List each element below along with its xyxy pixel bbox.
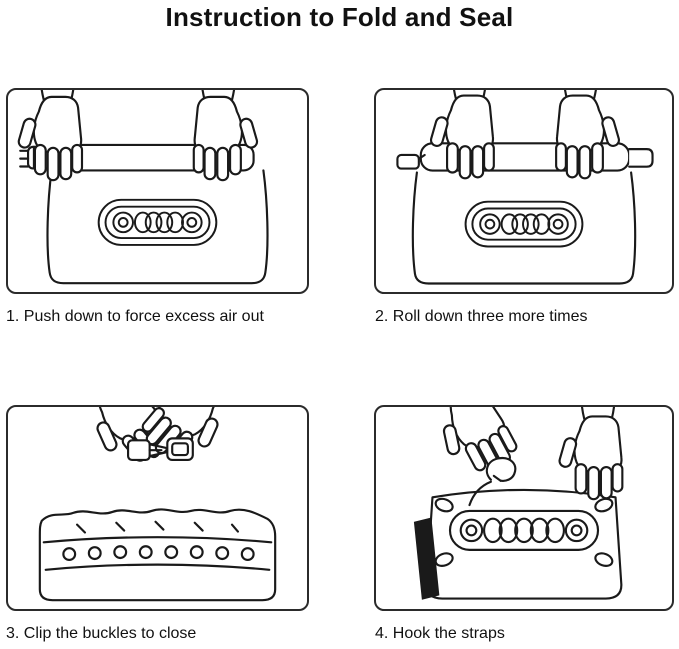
rolled-band	[448, 509, 600, 551]
step-3-caption: 3. Clip the buckles to close	[6, 625, 197, 642]
step-2-illustration	[396, 90, 654, 285]
side-strap	[413, 517, 440, 600]
right-hand-icon	[557, 407, 624, 501]
page-title: Instruction to Fold and Seal	[165, 2, 514, 32]
left-clip	[396, 153, 420, 170]
step-1-panel	[6, 88, 309, 294]
corner-eyelets	[434, 497, 614, 567]
step-1-caption: 1. Push down to force excess air out	[6, 308, 264, 325]
buckle-halves-icon	[127, 437, 194, 462]
step-4-illustration	[413, 407, 624, 600]
band-ovals	[459, 517, 589, 544]
step-4-panel	[374, 405, 674, 611]
step-2-panel	[374, 88, 674, 294]
step-1-illustration	[16, 90, 269, 285]
step-3-panel	[6, 405, 309, 611]
roll-band-top-line	[42, 536, 273, 544]
roll-band-bottom-line	[44, 563, 271, 571]
step-4-caption: 4. Hook the straps	[375, 625, 505, 642]
step-3-illustration	[38, 407, 277, 602]
hook-strap-line	[468, 480, 492, 507]
eyelets	[62, 545, 255, 562]
strap-buckle-detail-icon	[97, 198, 218, 246]
crinkle-marks	[76, 520, 239, 534]
crumpled-bag-outline	[38, 508, 277, 602]
strap-buckle-detail-icon	[464, 200, 584, 248]
step-2-caption: 2. Roll down three more times	[375, 308, 588, 325]
carabiner-hook-icon	[485, 456, 517, 482]
right-loop	[628, 148, 654, 168]
